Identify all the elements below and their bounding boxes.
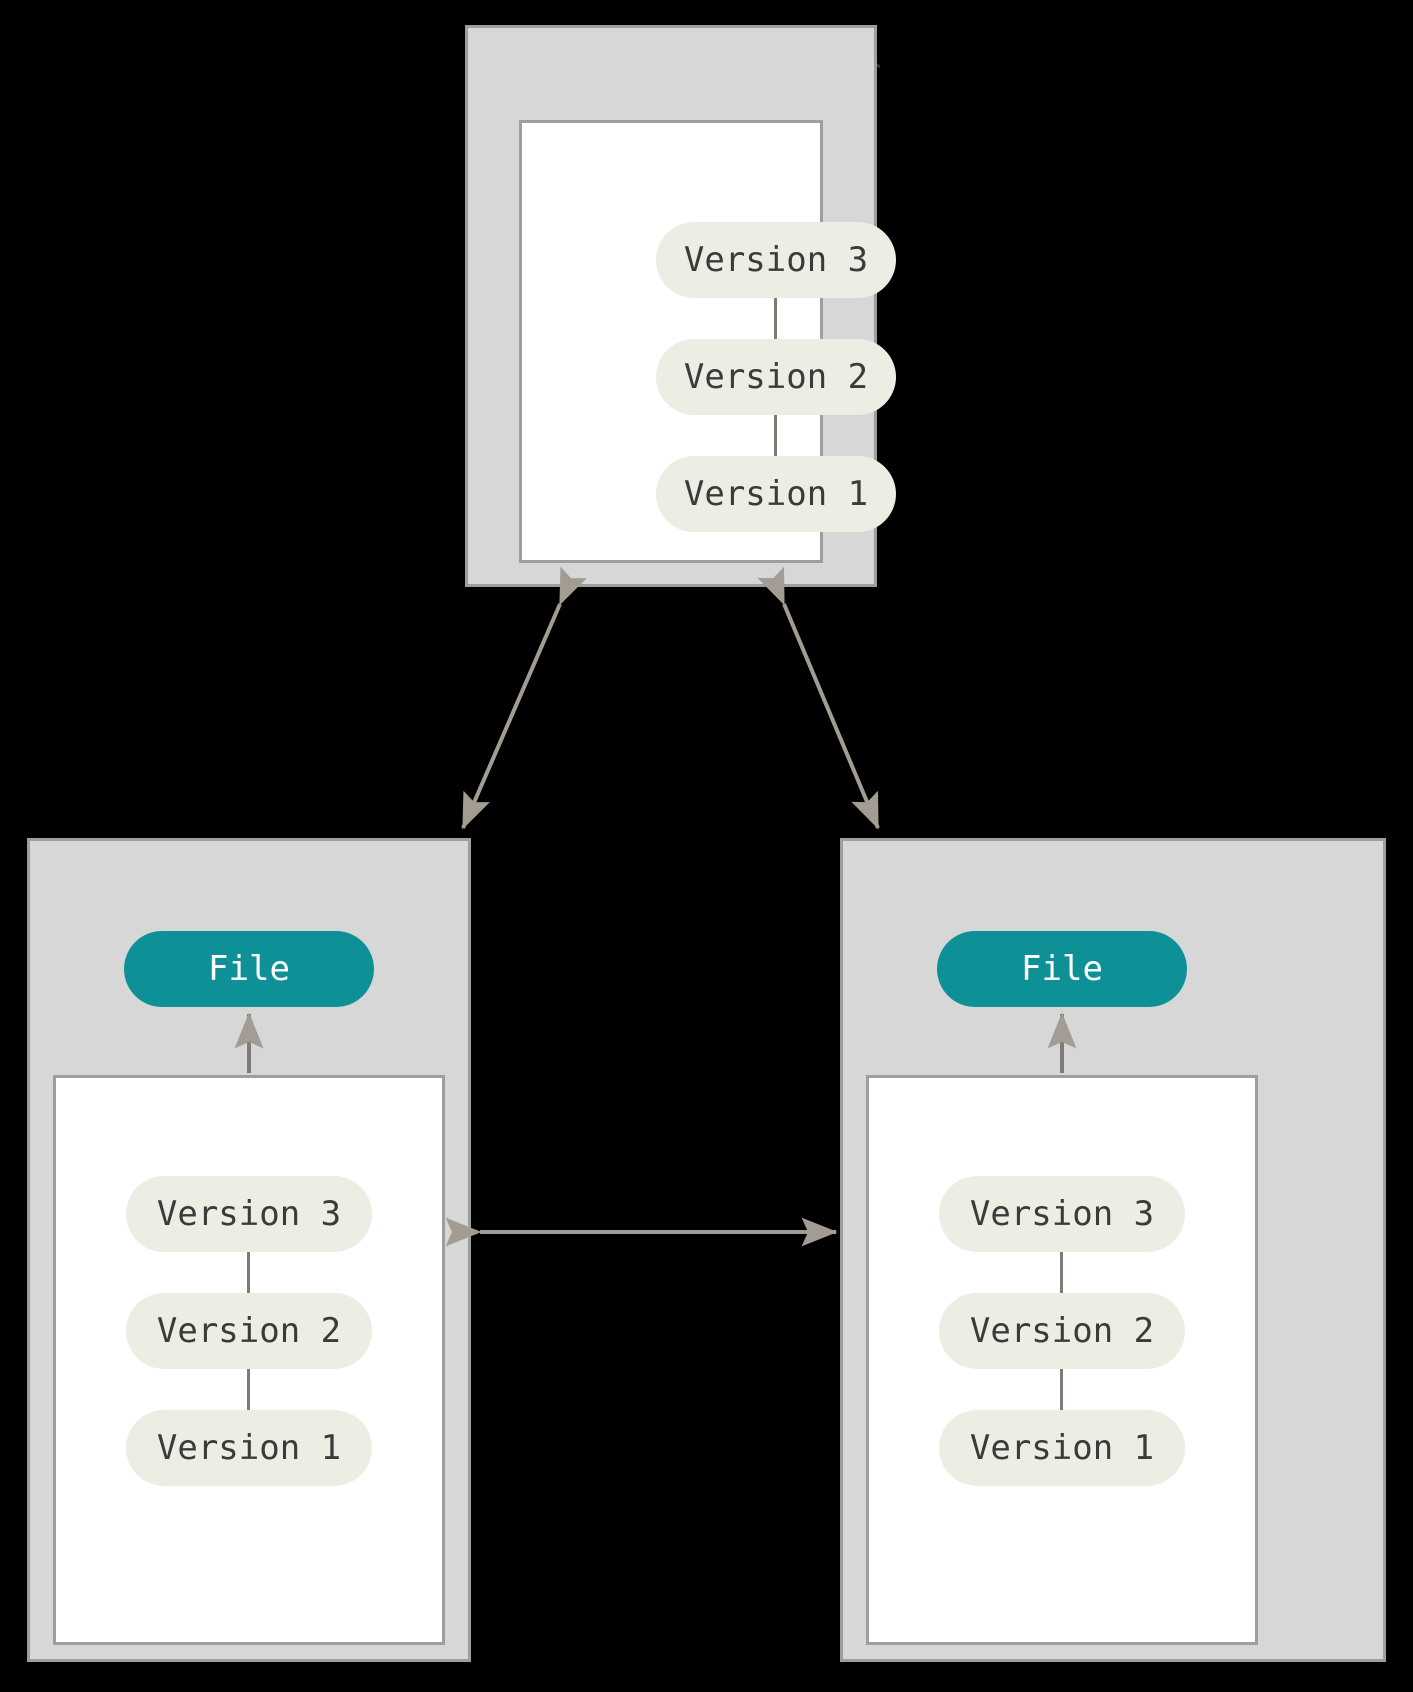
arrow-server-to-computer-a xyxy=(461,566,587,830)
computer-b-version-link-2-1 xyxy=(1060,1369,1063,1410)
arrow-server-to-computer-b xyxy=(757,566,880,830)
computer-a-version-pill-1[interactable]: Version 1 xyxy=(126,1410,372,1486)
server-version-pill-1[interactable]: Version 1 xyxy=(656,456,896,532)
server-version-link-2-1 xyxy=(774,415,777,456)
computer-a-file-node[interactable]: File xyxy=(124,931,374,1007)
computer-b-version-pill-1[interactable]: Version 1 xyxy=(939,1410,1185,1486)
computer-b-file-node[interactable]: File xyxy=(937,931,1187,1007)
computer-a-version-pill-3[interactable]: Version 3 xyxy=(126,1176,372,1252)
computer-b-version-pill-3[interactable]: Version 3 xyxy=(939,1176,1185,1252)
server-version-pill-2[interactable]: Version 2 xyxy=(656,339,896,415)
computer-a-version-pill-2[interactable]: Version 2 xyxy=(126,1293,372,1369)
computer-b-version-link-3-2 xyxy=(1060,1252,1063,1293)
server-version-pill-3[interactable]: Version 3 xyxy=(656,222,896,298)
computer-a-version-link-3-2 xyxy=(247,1252,250,1293)
computer-a-version-link-2-1 xyxy=(247,1369,250,1410)
computer-b-version-pill-2[interactable]: Version 2 xyxy=(939,1293,1185,1369)
server-version-link-3-2 xyxy=(774,298,777,339)
